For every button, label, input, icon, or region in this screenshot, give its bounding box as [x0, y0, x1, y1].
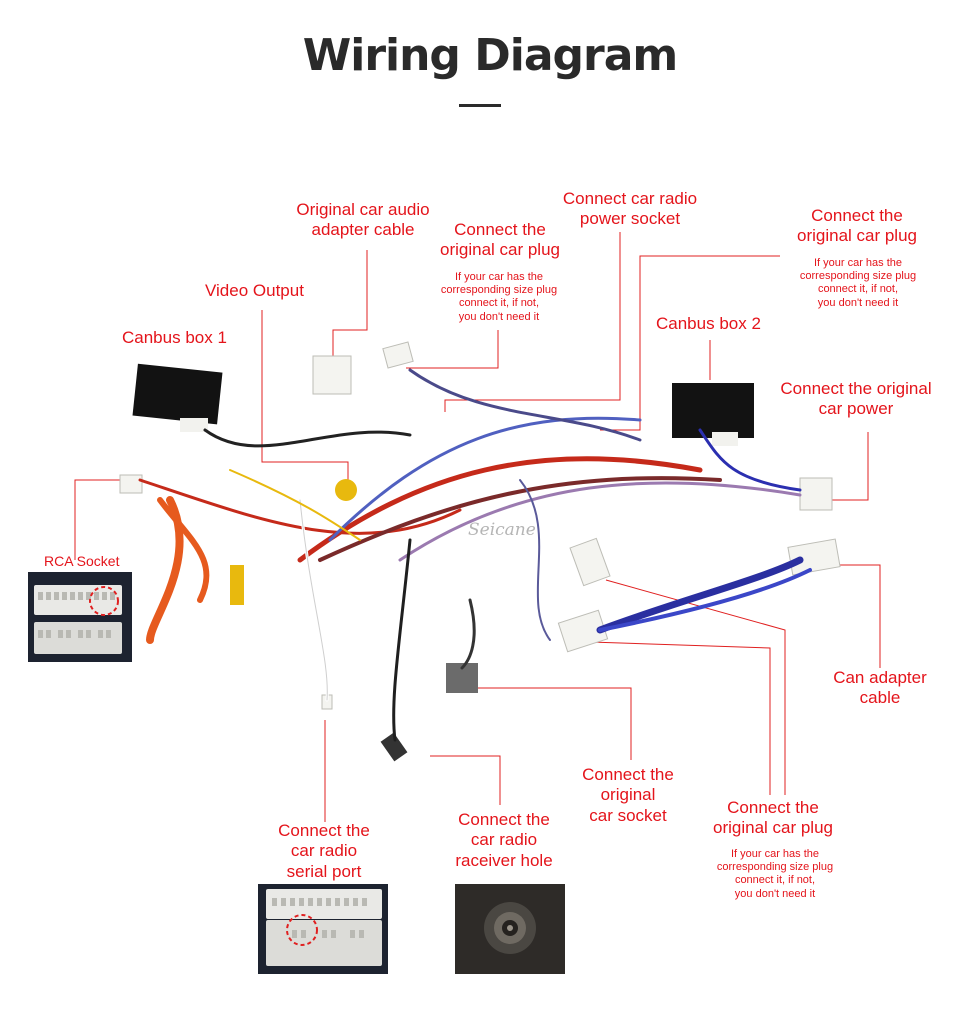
label-rca-socket: RCA Socket — [44, 553, 120, 569]
antenna-plug — [380, 732, 408, 762]
label-receiver-hole: Connect the car radio raceiver hole — [455, 810, 553, 870]
label-video-output: Video Output — [205, 281, 304, 300]
label-connect-original-plug-2: Connect the original car plug — [796, 206, 917, 246]
label-canbus-box-2: Canbus box 2 — [656, 314, 761, 333]
label-original-car-power: Connect the original car power — [780, 379, 932, 419]
rca-yellow-plug — [335, 479, 357, 501]
leader-lines — [74, 232, 881, 822]
serial-port-photo — [258, 884, 388, 974]
rca-socket-photo — [28, 572, 132, 662]
label-can-adapter-cable: Can adapter cable — [833, 668, 927, 708]
label-connect-original-plug-1: Connect the original car plug — [439, 220, 560, 260]
label-original-audio-adapter: Original car audio adapter cable — [296, 200, 430, 240]
watermark: Seicane — [468, 520, 536, 540]
title-divider — [459, 104, 501, 107]
label-original-car-socket: Connect the original car socket — [582, 765, 674, 825]
canbus-box-1 — [132, 363, 223, 432]
label-connect-original-plug-3: Connect the original car plug — [712, 798, 833, 838]
label-serial-port: Connect the car radio serial port — [278, 821, 370, 881]
page-title: Wiring Diagram — [302, 30, 679, 81]
receiver-hole-photo — [455, 884, 565, 974]
label-canbus-box-1: Canbus box 1 — [122, 328, 227, 347]
canbus-box-2 — [672, 383, 754, 446]
rca-yellow-plug-2 — [230, 565, 244, 605]
label-power-socket: Connect car radio power socket — [562, 189, 698, 229]
